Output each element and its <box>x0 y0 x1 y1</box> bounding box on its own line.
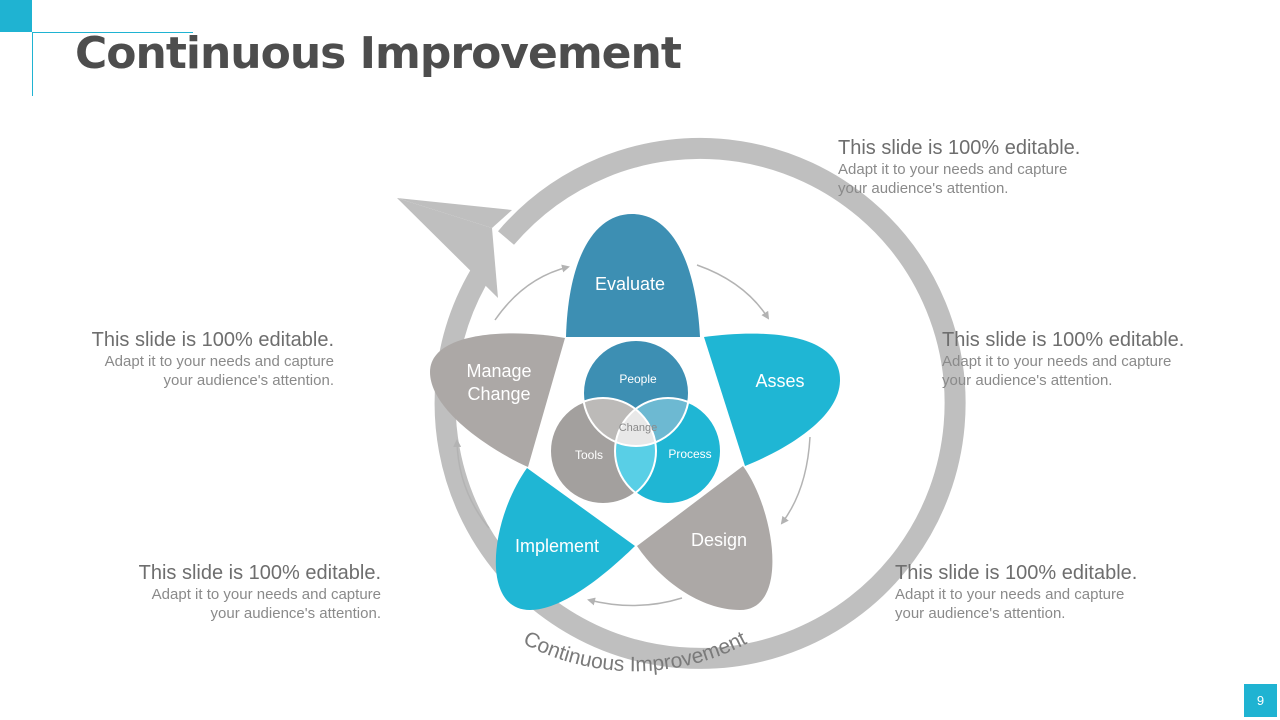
note-mid-left: This slide is 100% editable. Adapt it to… <box>34 328 334 390</box>
note-bottom-left: This slide is 100% editable. Adapt it to… <box>81 561 381 623</box>
corner-accent-line-vertical <box>32 32 33 96</box>
venn-label-center: Change <box>619 422 658 434</box>
petal-label-manage-change-line2: Change <box>467 384 530 404</box>
petal-evaluate[interactable] <box>566 214 700 337</box>
venn-overlap-people-process <box>615 398 689 446</box>
petal-design[interactable] <box>637 466 773 610</box>
note-body-line: Adapt it to your needs and capture <box>104 353 334 370</box>
venn-overlap-center <box>615 398 656 446</box>
venn-label-process: Process <box>668 447 711 461</box>
note-heading: This slide is 100% editable. <box>942 329 1185 351</box>
note-heading: This slide is 100% editable. <box>138 562 381 584</box>
note-body-line: Adapt it to your needs and capture <box>838 161 1068 178</box>
corner-accent-line-horizontal <box>32 32 193 33</box>
venn-outline-people <box>582 339 690 447</box>
venn-outline-tools <box>549 397 657 505</box>
venn-outline-process <box>614 397 722 505</box>
cycle-ring-arrowhead-wing <box>397 198 512 228</box>
petal-label-implement: Implement <box>515 536 599 556</box>
page-number: 9 <box>1244 684 1277 717</box>
petal-label-manage-change-line1: Manage <box>466 361 531 381</box>
note-body-line: Adapt it to your needs and capture <box>895 586 1125 603</box>
cycle-ring-arrowhead <box>397 198 498 298</box>
cycle-arrow-evaluate-to-asses <box>696 264 770 320</box>
note-body-line: your audience's attention. <box>210 605 381 622</box>
note-body-line: Adapt it to your needs and capture <box>942 353 1172 370</box>
note-body-line: Adapt it to your needs and capture <box>151 586 381 603</box>
slide-title: Continuous Improvement <box>75 28 682 79</box>
note-top-right: This slide is 100% editable. Adapt it to… <box>838 136 1138 198</box>
petal-label-evaluate: Evaluate <box>595 274 665 294</box>
note-body-line: your audience's attention. <box>163 372 334 389</box>
note-body-line: your audience's attention. <box>838 180 1009 197</box>
petal-manage-change[interactable] <box>430 333 565 467</box>
petal-asses[interactable] <box>704 333 840 466</box>
cycle-arrow-implement-to-manage-change <box>453 439 490 529</box>
note-bottom-right: This slide is 100% editable. Adapt it to… <box>895 561 1195 623</box>
petal-label-design: Design <box>691 530 747 550</box>
venn-overlap-people-tools <box>583 398 656 446</box>
note-heading: This slide is 100% editable. <box>895 562 1138 584</box>
venn-label-tools: Tools <box>575 448 603 462</box>
note-body-line: your audience's attention. <box>895 605 1066 622</box>
venn-label-people: People <box>619 372 657 386</box>
note-mid-right: This slide is 100% editable. Adapt it to… <box>942 328 1242 390</box>
note-heading: This slide is 100% editable. <box>838 137 1081 159</box>
corner-accent-square <box>0 0 32 32</box>
cycle-ring <box>434 137 966 669</box>
note-heading: This slide is 100% editable. <box>91 329 334 351</box>
cycle-arrow-asses-to-design <box>780 436 811 525</box>
petal-implement[interactable] <box>495 468 635 610</box>
cycle-arrow-manage-change-to-evaluate <box>494 264 570 321</box>
petal-label-asses: Asses <box>755 371 804 391</box>
cycle-arrow-design-to-implement <box>587 597 683 607</box>
note-body-line: your audience's attention. <box>942 372 1113 389</box>
